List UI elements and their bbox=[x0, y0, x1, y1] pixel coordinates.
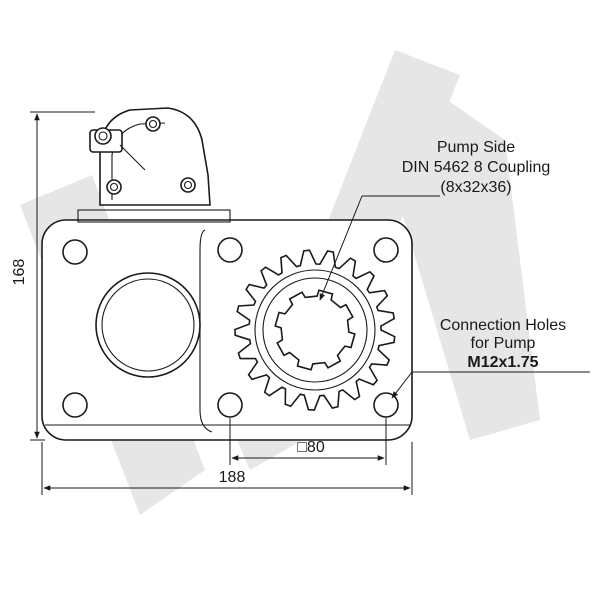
bolt-hole-top-right bbox=[373, 237, 399, 263]
opening-inner-ring bbox=[101, 278, 195, 372]
gear-coupling bbox=[234, 249, 396, 411]
dimension-lines bbox=[30, 111, 413, 495]
thread-spec-label: M12x1.75 bbox=[467, 354, 538, 371]
top-fitting bbox=[89, 107, 211, 206]
width-dimension-value: 188 bbox=[219, 469, 246, 486]
fitting-bolt-top bbox=[145, 116, 161, 132]
height-dimension-value: 168 bbox=[11, 259, 28, 286]
flange-bolt-holes bbox=[62, 237, 399, 418]
bolt-hole-bottom-left bbox=[62, 392, 88, 418]
fitting-port bbox=[94, 127, 112, 145]
bolt-hole-bottom-right bbox=[373, 392, 399, 418]
square-dimension-value: □80 bbox=[297, 439, 325, 456]
fitting-bolt-lower-left bbox=[106, 179, 122, 195]
output-opening bbox=[95, 272, 201, 378]
fitting-bolt-lower-right bbox=[180, 177, 196, 193]
connection-holes-label: Connection Holes bbox=[440, 317, 566, 334]
holes-leader bbox=[391, 371, 413, 399]
coupling-leader bbox=[319, 195, 363, 301]
flange-top-rim bbox=[77, 209, 231, 223]
coupling-standard-label: DIN 5462 8 Coupling bbox=[402, 159, 551, 176]
leader-lines bbox=[319, 195, 590, 399]
spline-bore bbox=[274, 289, 356, 371]
pump-side-label: Pump Side bbox=[437, 139, 515, 156]
gear-root-circle bbox=[254, 269, 376, 391]
opening-outer-ring bbox=[95, 272, 201, 378]
bolt-hole-top-mid bbox=[217, 237, 243, 263]
coupling-spec-label: (8x32x36) bbox=[440, 179, 511, 196]
for-pump-label: for Pump bbox=[471, 335, 536, 352]
bolt-hole-top-left bbox=[62, 239, 88, 265]
bolt-hole-bottom-mid bbox=[217, 392, 243, 418]
gear-hub-ring bbox=[262, 277, 368, 383]
